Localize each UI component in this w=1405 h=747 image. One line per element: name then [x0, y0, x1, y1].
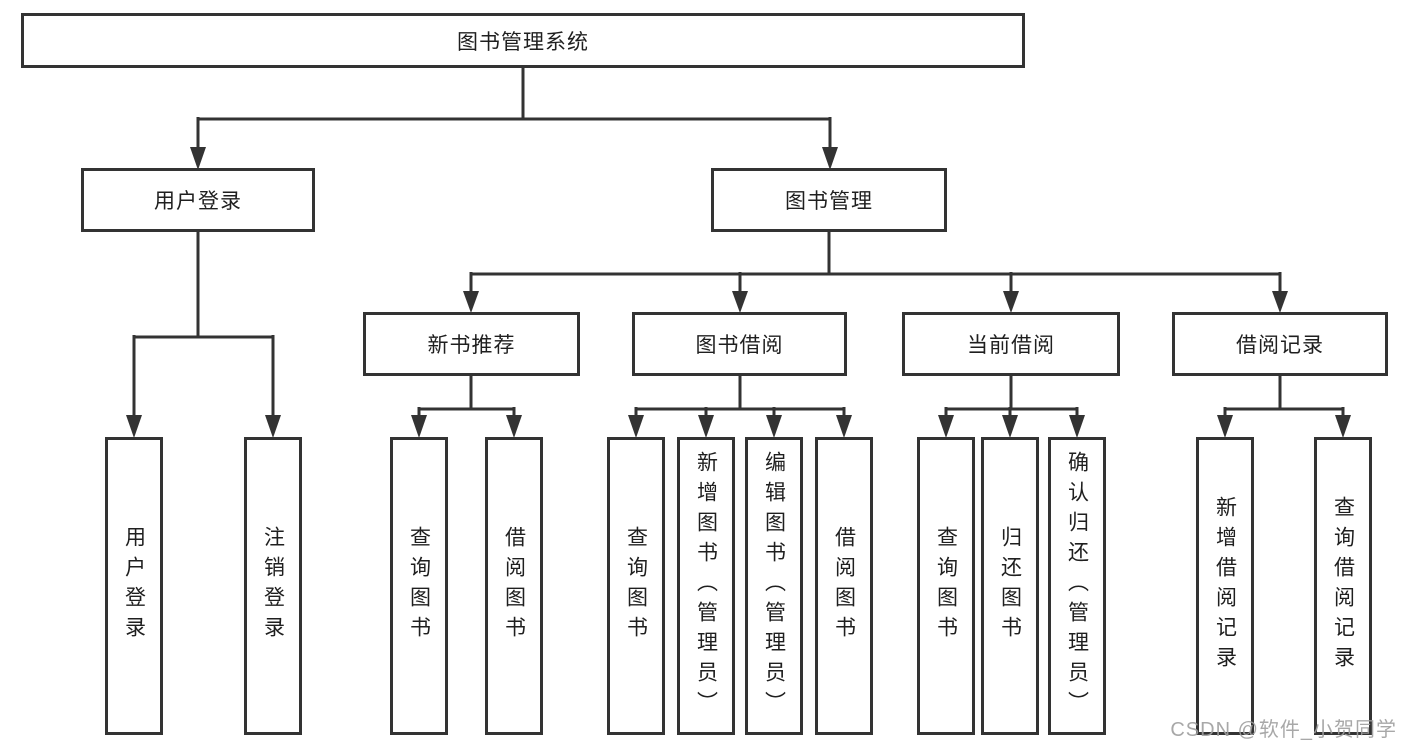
node-query-borrow-record: 查询借阅记录	[1314, 437, 1372, 735]
node-add-borrow-record: 新增借阅记录	[1196, 437, 1254, 735]
node-add-books-admin-label: 新增图书（管理员）	[694, 451, 718, 721]
node-borrowing-borrow-books-label: 借阅图书	[832, 526, 856, 646]
node-borrowing-records-label: 借阅记录	[1236, 334, 1324, 357]
node-new-book-recommendation: 新书推荐	[363, 312, 580, 376]
node-add-books-admin: 新增图书（管理员）	[677, 437, 735, 735]
node-user-login-label: 用户登录	[154, 190, 242, 213]
node-borrowing-query-books: 查询图书	[607, 437, 665, 735]
node-confirm-return-admin: 确认归还（管理员）	[1048, 437, 1106, 735]
node-user-login-leaf-label: 用户登录	[122, 526, 146, 646]
node-edit-books-admin: 编辑图书（管理员）	[745, 437, 803, 735]
node-logout: 注销登录	[244, 437, 302, 735]
node-return-books: 归还图书	[981, 437, 1039, 735]
node-book-borrowing-label: 图书借阅	[695, 334, 784, 357]
node-add-borrow-record-label: 新增借阅记录	[1213, 496, 1237, 676]
node-user-login-leaf: 用户登录	[105, 437, 163, 735]
node-borrowing-borrow-books: 借阅图书	[815, 437, 873, 735]
node-return-books-label: 归还图书	[998, 526, 1022, 646]
node-root-label: 图书管理系统	[457, 30, 589, 54]
node-root: 图书管理系统	[21, 13, 1025, 68]
node-confirm-return-admin-label: 确认归还（管理员）	[1065, 451, 1089, 721]
node-borrowing-query-books-label: 查询图书	[624, 526, 648, 646]
node-logout-label: 注销登录	[261, 526, 285, 646]
node-user-login: 用户登录	[81, 168, 315, 232]
node-query-borrow-record-label: 查询借阅记录	[1331, 496, 1355, 676]
node-book-management: 图书管理	[711, 168, 947, 232]
node-borrowing-records: 借阅记录	[1172, 312, 1388, 376]
node-edit-books-admin-label: 编辑图书（管理员）	[762, 451, 786, 721]
csdn-watermark: CSDN @软件_小贺同学	[1170, 719, 1397, 741]
node-current-query-books-label: 查询图书	[934, 526, 958, 646]
node-book-borrowing: 图书借阅	[632, 312, 847, 376]
node-recommend-borrow-books: 借阅图书	[485, 437, 543, 735]
node-current-borrowing: 当前借阅	[902, 312, 1120, 376]
node-recommend-query-books-label: 查询图书	[407, 526, 431, 646]
node-current-query-books: 查询图书	[917, 437, 975, 735]
node-current-borrowing-label: 当前借阅	[967, 334, 1055, 357]
node-book-management-label: 图书管理	[785, 190, 873, 213]
node-recommend-borrow-books-label: 借阅图书	[502, 526, 526, 646]
arrowheads	[126, 147, 1351, 438]
node-new-book-recommendation-label: 新书推荐	[427, 334, 516, 357]
node-recommend-query-books: 查询图书	[390, 437, 448, 735]
